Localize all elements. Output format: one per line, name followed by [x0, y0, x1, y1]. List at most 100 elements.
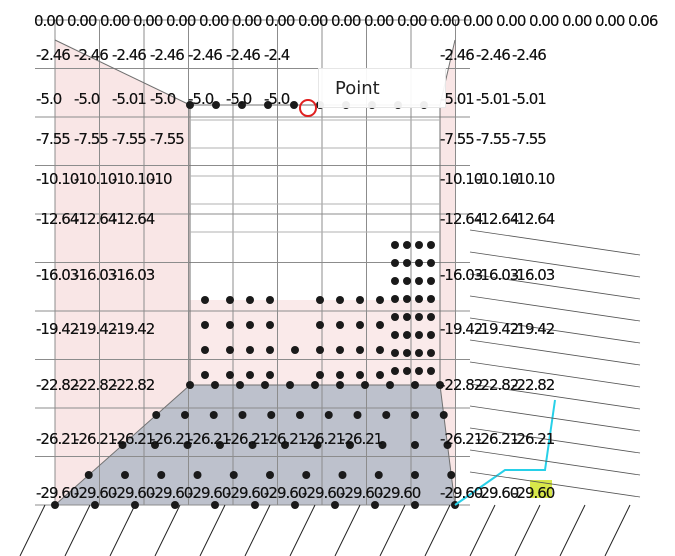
top-tick-label: 0.00 — [331, 12, 361, 30]
left-tick-label: -19.42 — [36, 320, 79, 338]
right-tick-label: -12.64 — [440, 210, 483, 228]
ray-line — [469, 229, 641, 256]
left-tick-label: -12.64 — [36, 210, 79, 228]
top-tick-label: 0.00 — [463, 12, 493, 30]
right-tick-label: -19.42 — [476, 320, 519, 338]
side-point — [415, 367, 423, 375]
top-tick-label: 0.00 — [265, 12, 295, 30]
floor-point — [411, 471, 419, 479]
wall-point — [226, 296, 234, 304]
wall-point — [336, 296, 344, 304]
floor-point — [382, 411, 391, 419]
wall-point — [266, 321, 274, 329]
right-tick-label: -29.60 — [440, 484, 483, 502]
left-tick-label: -22.82 — [36, 376, 79, 394]
wall-point — [226, 371, 234, 379]
floor-point — [374, 471, 383, 479]
left-tick-label: -22.82 — [112, 376, 155, 394]
side-point — [403, 367, 411, 375]
right-tick-label: -12.64 — [512, 210, 555, 228]
floor-point — [121, 471, 129, 479]
wall-point — [246, 371, 254, 379]
left-tick-label: -10.10 — [74, 170, 117, 188]
side-point — [415, 241, 423, 249]
ray-line — [244, 504, 271, 556]
left-tick-label: -19.42 — [74, 320, 117, 338]
floor-point — [371, 501, 379, 509]
wall-point — [201, 371, 209, 379]
wall-point — [266, 371, 274, 379]
left-tick-label: -5.0 — [264, 90, 290, 108]
left-tick-label: -7.55 — [112, 130, 147, 148]
ray-line — [469, 317, 641, 344]
side-point — [415, 295, 423, 303]
wall-point — [356, 371, 364, 379]
floor-point — [378, 441, 387, 449]
ray-line — [64, 504, 91, 556]
floor-point — [447, 471, 456, 479]
side-point — [415, 313, 423, 321]
ray-line — [514, 504, 541, 556]
wall-point — [376, 346, 384, 354]
window-opening — [190, 240, 440, 300]
ray-line — [559, 504, 586, 556]
right-tick-label: -10.10 — [476, 170, 519, 188]
left-tick-label: -29.60 — [74, 484, 117, 502]
right-tick-label: -7.55 — [440, 130, 475, 148]
left-tick-label: -16.03 — [112, 266, 155, 284]
side-point — [415, 277, 423, 285]
ray-line — [154, 504, 181, 556]
side-point — [391, 313, 399, 321]
top-tick-label: 0.00 — [529, 12, 559, 30]
right-tick-label: -22.82 — [476, 376, 519, 394]
top-tick-label: 0.00 — [133, 12, 163, 30]
wall-point — [291, 346, 299, 354]
wall-point — [376, 321, 384, 329]
left-tick-label: -12.64 — [112, 210, 155, 228]
side-point — [403, 349, 411, 357]
top-tick-label: 0.00 — [496, 12, 526, 30]
ray-line — [469, 273, 641, 300]
left-tick-label: -26.21 — [188, 430, 231, 448]
floor-point — [193, 471, 202, 479]
left-tick-label: -29.60 — [112, 484, 155, 502]
right-tick-label: -7.55 — [476, 130, 511, 148]
ray-line — [469, 339, 641, 366]
side-point — [391, 349, 399, 357]
wall-point — [316, 346, 324, 354]
wall-point — [316, 371, 324, 379]
top-tick-label: 0.00 — [430, 12, 460, 30]
floor-point — [209, 411, 218, 419]
side-point — [391, 295, 399, 303]
left-wall — [55, 40, 190, 505]
left-tick-label: -29.60 — [150, 484, 193, 502]
wall-point — [266, 296, 274, 304]
right-wall — [440, 40, 455, 505]
side-point — [415, 259, 423, 267]
wall-point — [356, 346, 364, 354]
wall-point — [316, 296, 324, 304]
right-tick-label: -16.03 — [440, 266, 483, 284]
right-tick-label: -12.64 — [476, 210, 519, 228]
wall-point — [376, 371, 384, 379]
wall-point — [226, 321, 234, 329]
left-tick-label: -10 — [150, 170, 172, 188]
side-point — [391, 259, 399, 267]
side-point — [403, 241, 411, 249]
right-tick-label: -2.46 — [512, 46, 547, 64]
ray-line — [379, 504, 406, 556]
left-tick-label: -22.82 — [74, 376, 117, 394]
ray-line — [469, 295, 641, 322]
right-tick-label: -7.55 — [512, 130, 547, 148]
ray-line — [334, 504, 361, 556]
top-tick-label: 0.00 — [298, 12, 328, 30]
left-tick-label: -26.21 — [36, 430, 79, 448]
floor-point — [186, 381, 194, 389]
floor-point — [183, 441, 192, 449]
left-tick-label: -5.0 — [36, 90, 62, 108]
highlight-marker — [530, 480, 552, 498]
floor-point — [313, 441, 322, 449]
wall-point — [376, 296, 384, 304]
